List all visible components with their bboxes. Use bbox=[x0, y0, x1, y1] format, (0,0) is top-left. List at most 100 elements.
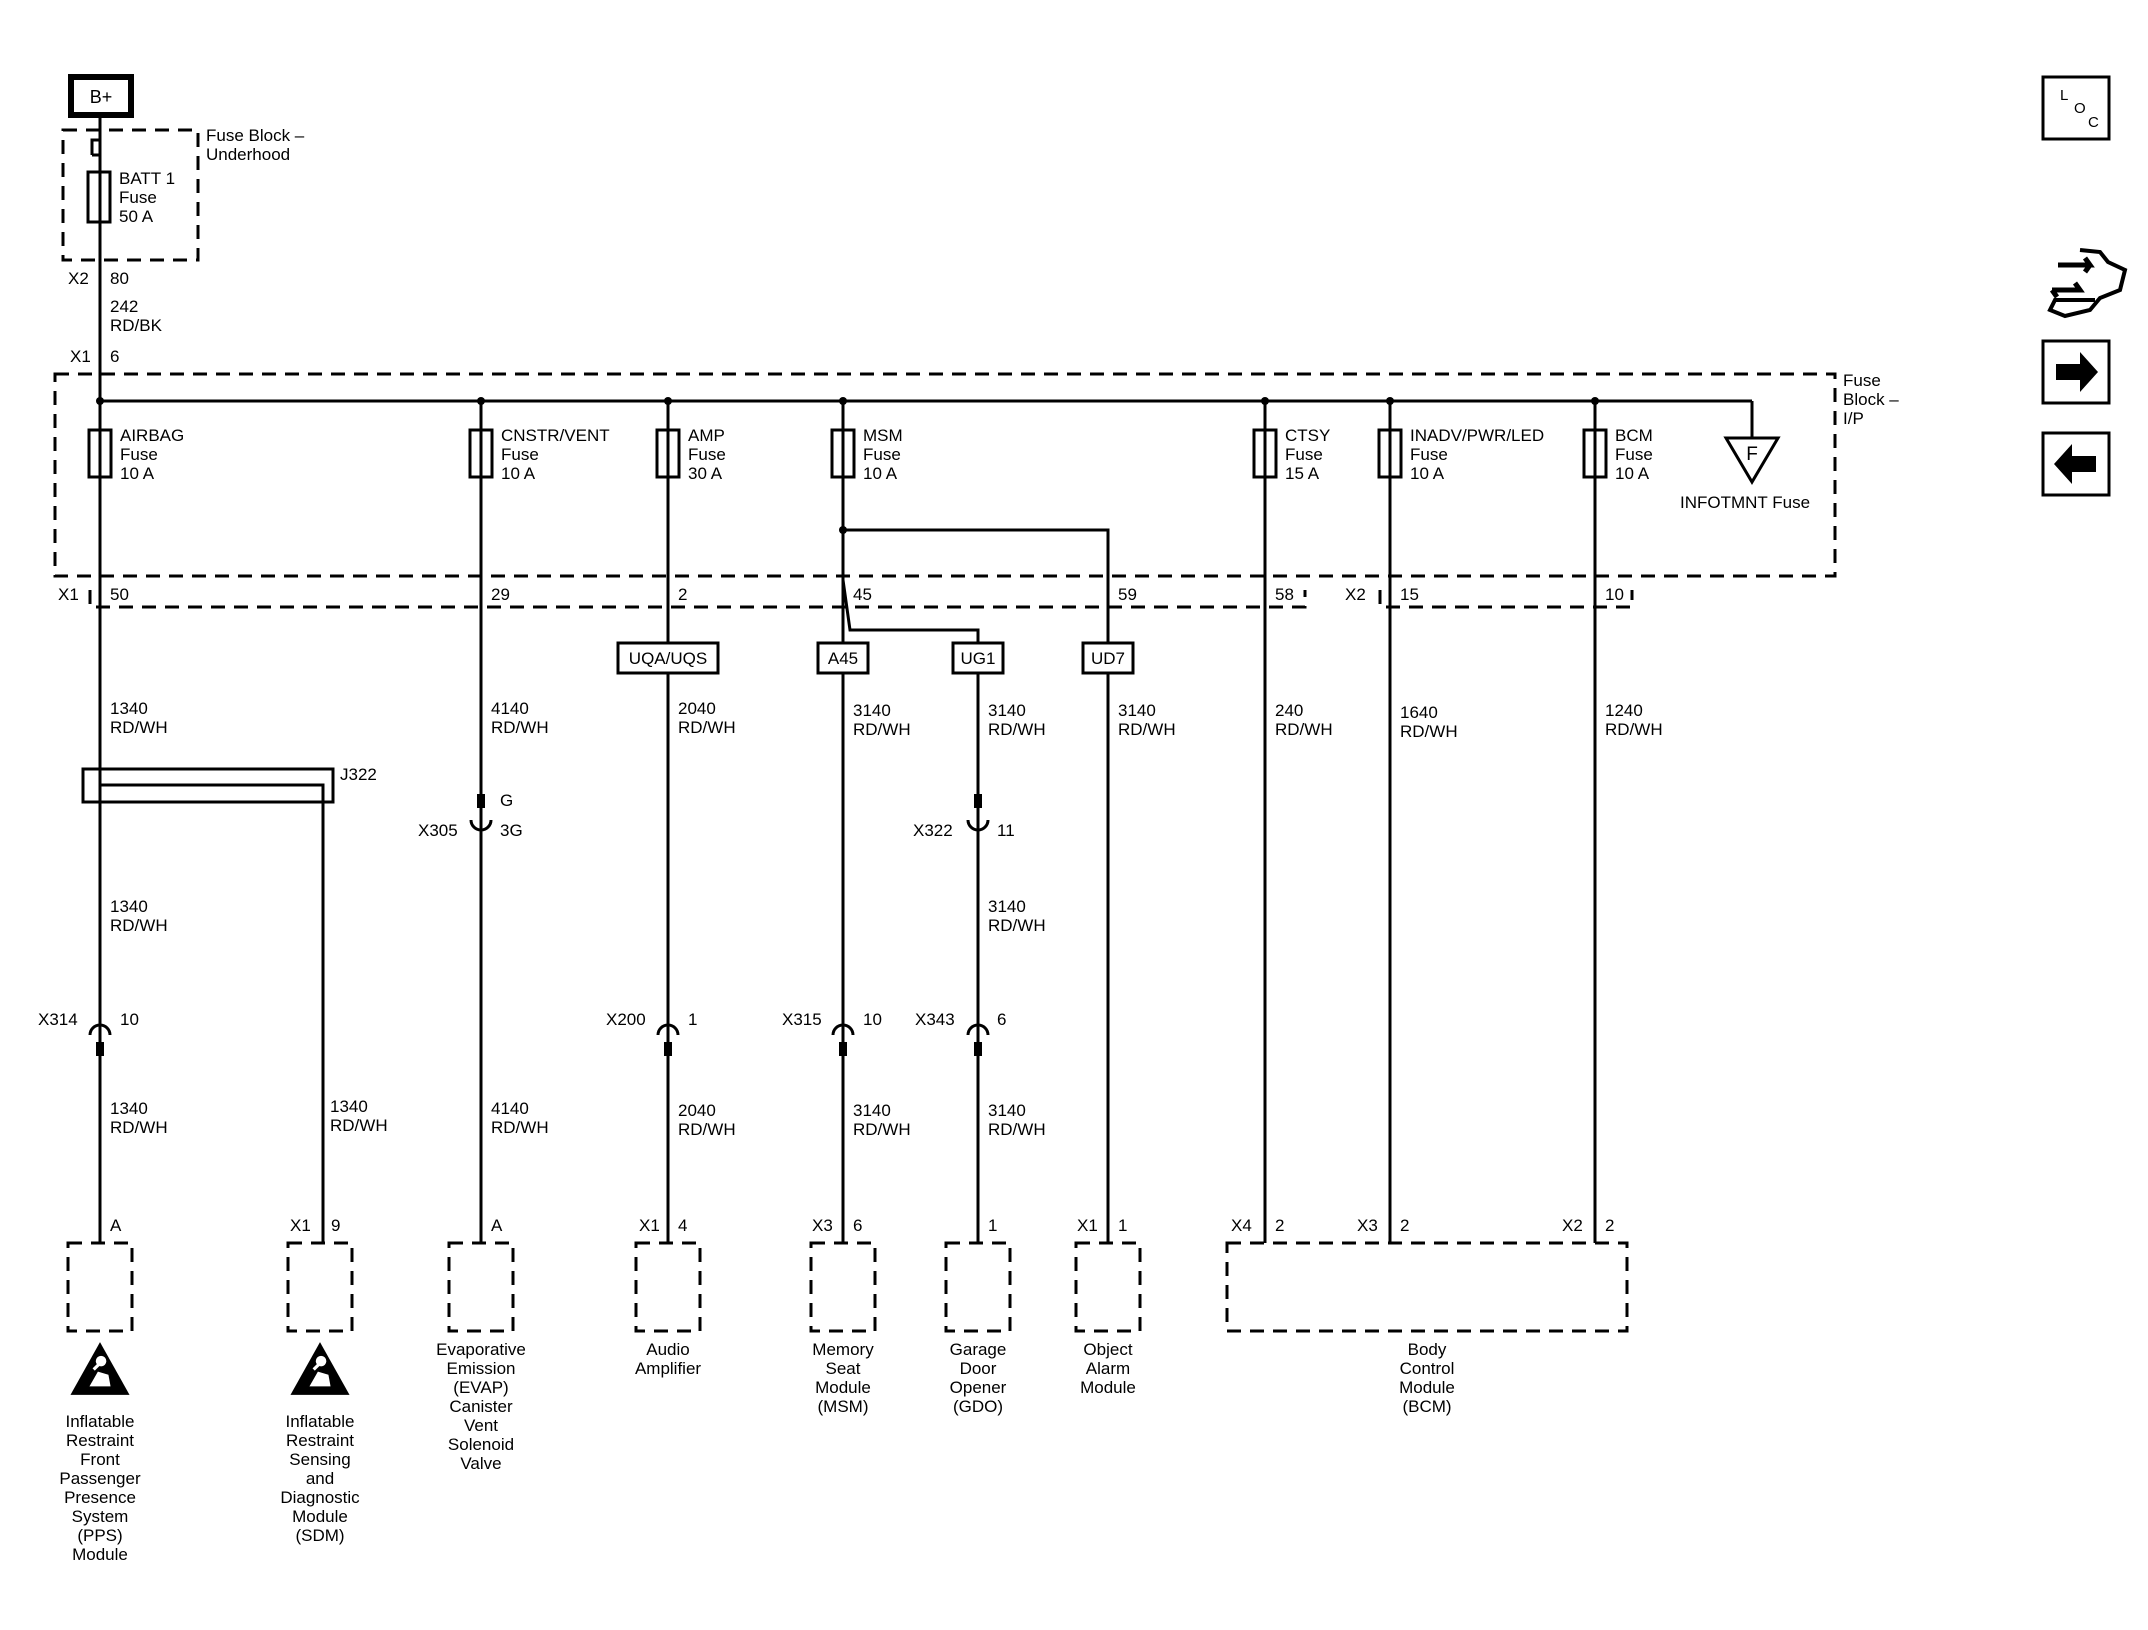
fuse-block-ip: Fuse Block – I/P F INFOTMNT Fuse bbox=[53, 371, 1899, 578]
wire-1340-b-circuit: 1340 bbox=[110, 897, 148, 916]
wire-3140-oam-color: RD/WH bbox=[1118, 720, 1176, 739]
cnstr-vent-fuse-name: CNSTR/VENT bbox=[501, 426, 610, 445]
bcm-fuse-name: BCM bbox=[1615, 426, 1653, 445]
sdm-name-5: Diagnostic bbox=[280, 1488, 360, 1507]
location-button[interactable]: L O C bbox=[2041, 75, 2111, 141]
pps-module-name: Inflatable Restraint Front Passenger Pre… bbox=[59, 1412, 141, 1564]
wire-1340-sdm-circuit: 1340 bbox=[330, 1097, 368, 1116]
wire-3140-gdo-circuit: 3140 bbox=[988, 701, 1026, 720]
evap-name-1: Evaporative bbox=[436, 1340, 526, 1359]
x343-conn: X343 bbox=[915, 1010, 955, 1029]
forward-button[interactable] bbox=[2041, 339, 2111, 405]
wire-1640-color: RD/WH bbox=[1400, 722, 1458, 741]
sdm-name-3: Sensing bbox=[289, 1450, 350, 1469]
wire-1340-c-circuit: 1340 bbox=[110, 1099, 148, 1118]
evap-valve-name: Evaporative Emission (EVAP) Canister Ven… bbox=[436, 1340, 526, 1473]
x1-connector-strip bbox=[88, 590, 1307, 609]
evap-pin: A bbox=[491, 1216, 503, 1235]
x315-pin: 10 bbox=[863, 1010, 882, 1029]
pps-name-1: Inflatable bbox=[66, 1412, 135, 1431]
bcm-name: Body Control Module (BCM) bbox=[1399, 1340, 1455, 1416]
back-button[interactable] bbox=[2041, 431, 2111, 497]
msm-name-3: Module bbox=[815, 1378, 871, 1397]
pps-name-6: System bbox=[72, 1507, 129, 1526]
pps-name-7: (PPS) bbox=[77, 1526, 122, 1545]
battery-plus-source: B+ bbox=[68, 74, 134, 118]
bcm-fuse: BCM Fuse 10 A bbox=[1582, 426, 1653, 483]
inline-connector-x343: X343 6 bbox=[915, 1010, 1006, 1056]
wire-240-circuit: 240 bbox=[1275, 701, 1303, 720]
object-alarm-name: Object Alarm Module bbox=[1080, 1340, 1136, 1397]
connector-view-icon bbox=[2047, 248, 2128, 319]
pin-58: 58 bbox=[1275, 585, 1294, 604]
msm-fuse-word: Fuse bbox=[863, 445, 901, 464]
oam-name-2: Alarm bbox=[1086, 1359, 1130, 1378]
bcm-fuse-word: Fuse bbox=[1615, 445, 1653, 464]
amp-conn: X1 bbox=[639, 1216, 660, 1235]
splice-j322: J322 bbox=[81, 765, 377, 1243]
underhood-block-label-1: Fuse Block – bbox=[206, 126, 305, 145]
inline-connector-x200: X200 1 bbox=[606, 1010, 697, 1056]
audio-amp-box bbox=[634, 1241, 702, 1333]
wire-1340-c-color: RD/WH bbox=[110, 1118, 168, 1137]
airbag-fuse-rating: 10 A bbox=[120, 464, 155, 483]
airbag-fuse: AIRBAG Fuse 10 A bbox=[87, 426, 184, 483]
wire-1240-circuit: 1240 bbox=[1605, 701, 1643, 720]
wire-1340-b-color: RD/WH bbox=[110, 916, 168, 935]
msm-fuse-rating: 10 A bbox=[863, 464, 898, 483]
msm-pin: 6 bbox=[853, 1216, 862, 1235]
ip-block-conn-label: X1 bbox=[70, 347, 91, 366]
inadv-pwr-led-fuse: INADV/PWR/LED Fuse 10 A bbox=[1377, 426, 1544, 483]
evap-name-6: Solenoid bbox=[448, 1435, 514, 1454]
ctsy-fuse-rating: 15 A bbox=[1285, 464, 1320, 483]
gdo-wire bbox=[841, 579, 980, 1243]
wire-1340-a-color: RD/WH bbox=[110, 718, 168, 737]
ip-block-label-2: Block – bbox=[1843, 390, 1899, 409]
sdm-name-6: Module bbox=[292, 1507, 348, 1526]
bcm-x3-pin: 2 bbox=[1400, 1216, 1409, 1235]
amp-fuse-rating: 30 A bbox=[688, 464, 723, 483]
oam-pin: 1 bbox=[1118, 1216, 1127, 1235]
pin-2: 2 bbox=[678, 585, 687, 604]
inline-connector-x322: X322 11 bbox=[913, 794, 1015, 840]
wire-1640-circuit: 1640 bbox=[1400, 703, 1438, 722]
infotmnt-fuse-symbol bbox=[1723, 436, 1781, 485]
loc-letter-o: O bbox=[2074, 100, 2086, 117]
option-ud7-label: UD7 bbox=[1091, 649, 1125, 668]
feed-wire-circuit: 242 bbox=[110, 297, 138, 316]
arrow-left-icon bbox=[2054, 444, 2096, 484]
x314-pin: 10 bbox=[120, 1010, 139, 1029]
evap-name-2: Emission bbox=[447, 1359, 516, 1378]
wire-3140-msm-b-circuit: 3140 bbox=[853, 1101, 891, 1120]
ip-block-label-3: I/P bbox=[1843, 409, 1864, 428]
pin-15: 15 bbox=[1400, 585, 1419, 604]
x2-connector-strip bbox=[1378, 590, 1634, 609]
inadv-fuse-name: INADV/PWR/LED bbox=[1410, 426, 1544, 445]
pin-59: 59 bbox=[1118, 585, 1137, 604]
amp-fuse-word: Fuse bbox=[688, 445, 726, 464]
msm-fuse: MSM Fuse 10 A bbox=[830, 426, 903, 483]
x343-pin: 6 bbox=[997, 1010, 1006, 1029]
evap-name-4: Canister bbox=[449, 1397, 513, 1416]
gdo-name-1: Garage bbox=[950, 1340, 1007, 1359]
loc-letter-l: L bbox=[2060, 87, 2068, 104]
airbag-fuse-name: AIRBAG bbox=[120, 426, 184, 445]
ctsy-fuse: CTSY Fuse 15 A bbox=[1252, 426, 1330, 483]
evap-valve-box bbox=[447, 1241, 515, 1333]
option-uqa-uqs: UQA/UQS bbox=[616, 641, 720, 675]
amp-pin: 4 bbox=[678, 1216, 687, 1235]
bcm-fuse-rating: 10 A bbox=[1615, 464, 1650, 483]
msm-conn: X3 bbox=[812, 1216, 833, 1235]
x305-pin-top: G bbox=[500, 791, 513, 810]
evap-name-7: Valve bbox=[460, 1454, 501, 1473]
wire-3140-msm-circuit: 3140 bbox=[853, 701, 891, 720]
pps-module-box bbox=[66, 1241, 134, 1333]
x314-conn: X314 bbox=[38, 1010, 78, 1029]
batt1-fuse-word: Fuse bbox=[119, 188, 157, 207]
wire-240-color: RD/WH bbox=[1275, 720, 1333, 739]
sdm-module-name: Inflatable Restraint Sensing and Diagnos… bbox=[280, 1412, 360, 1545]
sdm-name-7: (SDM) bbox=[295, 1526, 344, 1545]
connector-view-button[interactable] bbox=[2047, 248, 2128, 319]
option-a45: A45 bbox=[816, 641, 870, 675]
x305-pin: 3G bbox=[500, 821, 523, 840]
